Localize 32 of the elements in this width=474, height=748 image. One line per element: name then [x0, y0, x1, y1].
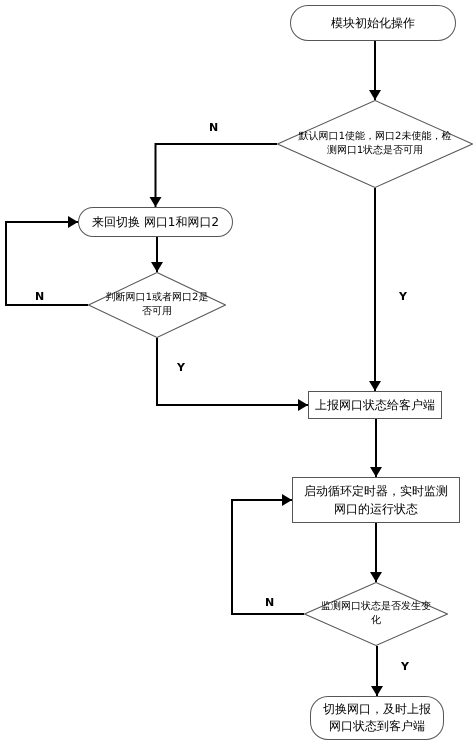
terminal-box: [78, 207, 233, 237]
decision-diamond: [277, 100, 473, 188]
decision-diamond: [304, 582, 448, 646]
edge-label: N: [264, 597, 276, 608]
node-text: 来回切换 网口1和网口2: [92, 214, 220, 230]
edge-label: N: [34, 291, 46, 302]
edge-label: Y: [400, 661, 410, 672]
node-text: 监测网口状态是否发生变化: [320, 600, 432, 628]
node-text: 默认网口1使能，网口2未使能，检测网口1状态是否可用: [298, 130, 452, 158]
arrow: [370, 523, 382, 582]
edge-label: Y: [176, 362, 186, 373]
arrow: [370, 419, 382, 477]
arrow: [369, 41, 381, 100]
arrow: [231, 494, 304, 615]
node-text: 模块初始化操作: [331, 14, 415, 32]
node-text: 判断网口1或者网口2是否可用: [104, 291, 210, 319]
arrow: [369, 188, 381, 391]
edge-label: Y: [398, 291, 408, 302]
decision-diamond: [88, 272, 226, 338]
arrow: [151, 237, 163, 272]
arrow: [5, 216, 88, 306]
arrow: [371, 646, 383, 696]
node-text: 切换网口，及时上报网口状态到客户端: [322, 701, 432, 735]
node-text: 上报网口状态给客户端: [315, 397, 435, 414]
arrow: [156, 338, 308, 411]
edge-label: N: [208, 122, 220, 133]
terminal-box: [290, 5, 456, 41]
arrow: [150, 143, 277, 207]
process-box: [308, 391, 442, 419]
process-box: [292, 477, 460, 523]
terminal-box: [310, 696, 444, 740]
node-text: 启动循环定时器，实时监测网口的运行状态: [303, 483, 449, 518]
